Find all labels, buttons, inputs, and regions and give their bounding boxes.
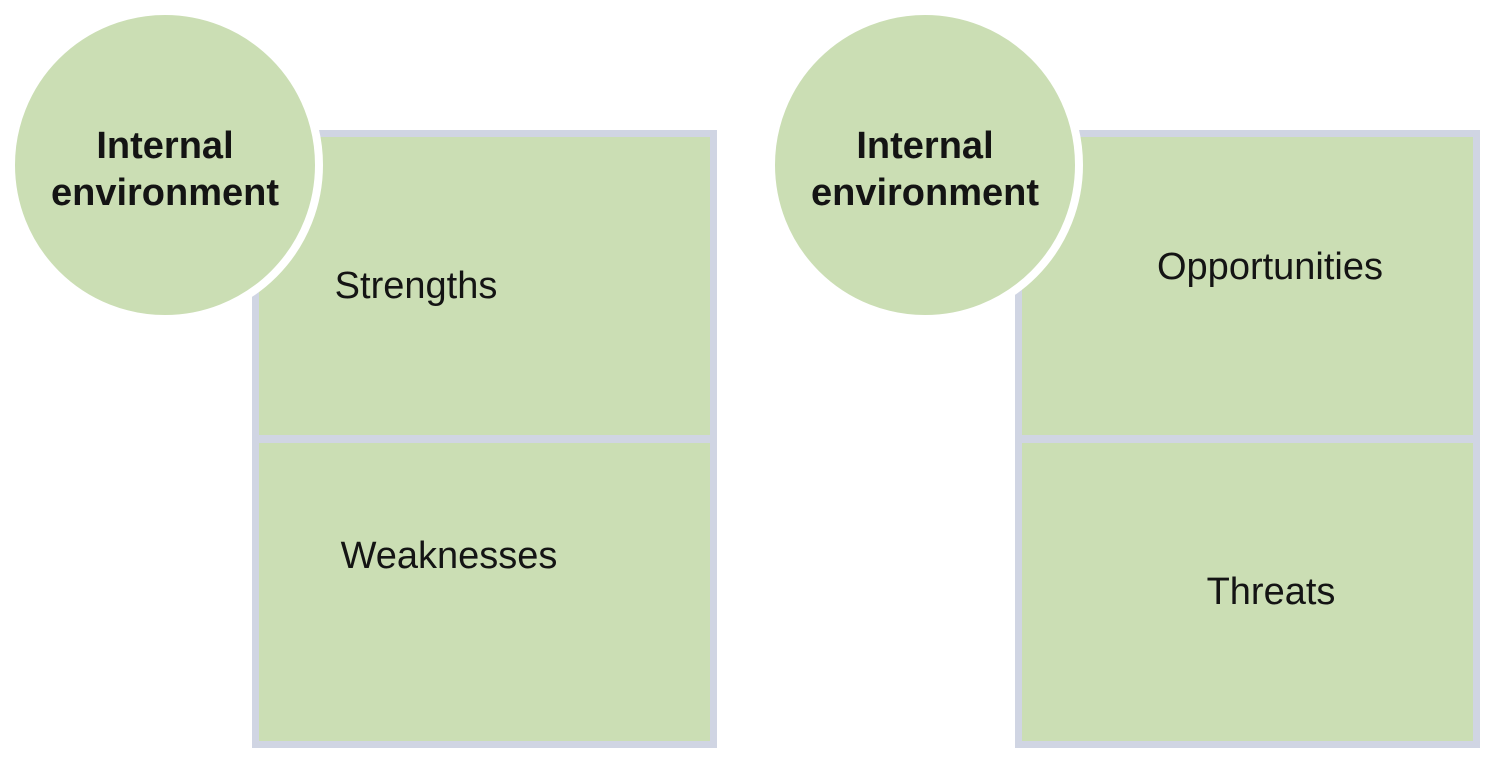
left-panel: Strengths Weaknesses xyxy=(252,130,717,748)
internal-environment-label-left: Internal environment xyxy=(50,124,280,215)
strengths-label: Strengths xyxy=(334,265,498,308)
right-panel: Opportunities Threats xyxy=(1015,130,1480,748)
internal-environment-circle-left: Internal environment xyxy=(7,7,323,323)
weaknesses-box: Weaknesses xyxy=(259,443,710,741)
strengths-box: Strengths xyxy=(259,137,710,435)
opportunities-label: Opportunities xyxy=(1156,246,1384,289)
opportunities-box: Opportunities xyxy=(1022,137,1473,435)
internal-environment-label-right: Internal environment xyxy=(810,124,1040,215)
threats-label: Threats xyxy=(1206,571,1336,614)
weaknesses-label: Weaknesses xyxy=(340,535,558,578)
internal-environment-circle-right: Internal environment xyxy=(767,7,1083,323)
threats-box: Threats xyxy=(1022,443,1473,741)
